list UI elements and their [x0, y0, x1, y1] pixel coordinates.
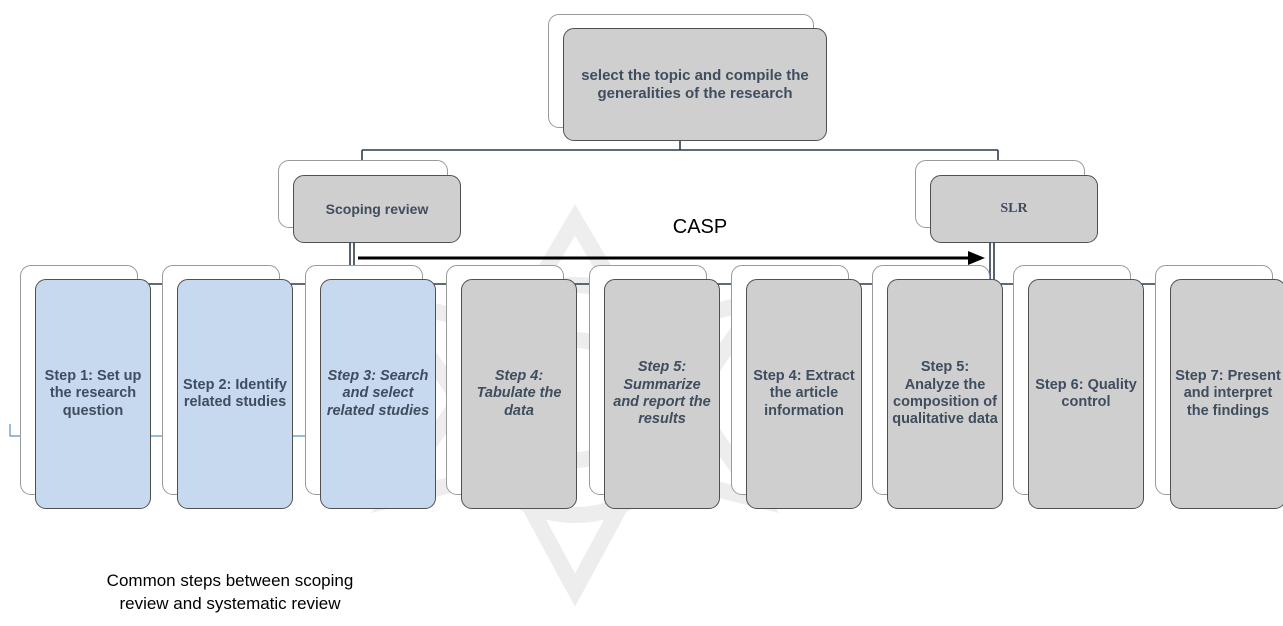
- step-label: Step 5: Analyze the composition of quali…: [887, 279, 1003, 509]
- common-steps-note-line2: review and systematic review: [119, 593, 341, 613]
- step-label: Step 7: Present and interpret the findin…: [1170, 279, 1283, 509]
- step-label: Step 6: Quality control: [1028, 279, 1144, 509]
- step-label: Step 1: Set up the research question: [35, 279, 151, 509]
- slr-label: SLR: [930, 175, 1098, 243]
- step-label: Step 3: Search and select related studie…: [320, 279, 436, 509]
- scoping-review-label: Scoping review: [293, 175, 461, 243]
- step-label: Step 4: Extract the article information: [746, 279, 862, 509]
- step-label: Step 2: Identify related studies: [177, 279, 293, 509]
- casp-label: CASP: [672, 216, 728, 238]
- topic-node-label: select the topic and compile the general…: [563, 28, 827, 141]
- step-label: Step 4: Tabulate the data: [461, 279, 577, 509]
- common-steps-note-line1: Common steps between scoping: [106, 571, 354, 590]
- step-label: Step 5: Summarize and report the results: [604, 279, 720, 509]
- common-steps-note: Common steps between scoping review and …: [80, 570, 380, 616]
- casp-arrowhead-icon: [968, 251, 985, 265]
